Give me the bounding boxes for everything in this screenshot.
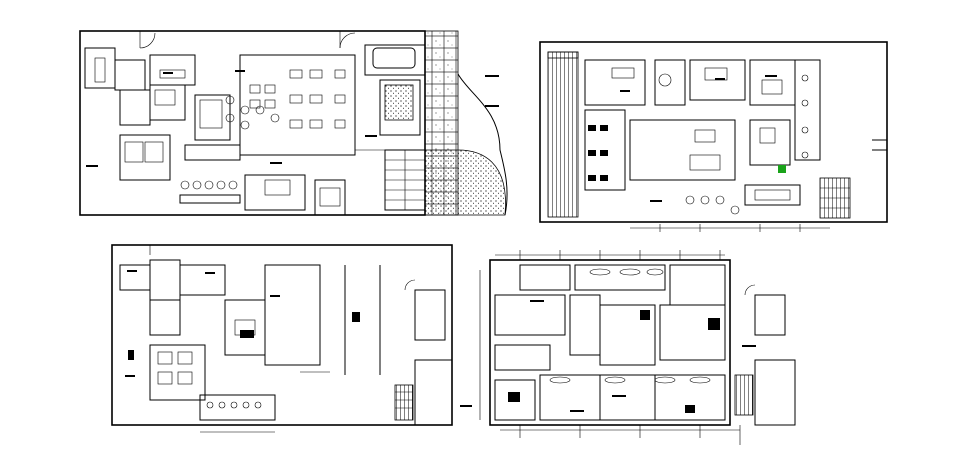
plan-bottom-right [479,250,796,445]
plan-bottom-left [111,244,472,433]
plan-top-left [79,30,508,216]
plan-top-right [539,41,888,232]
